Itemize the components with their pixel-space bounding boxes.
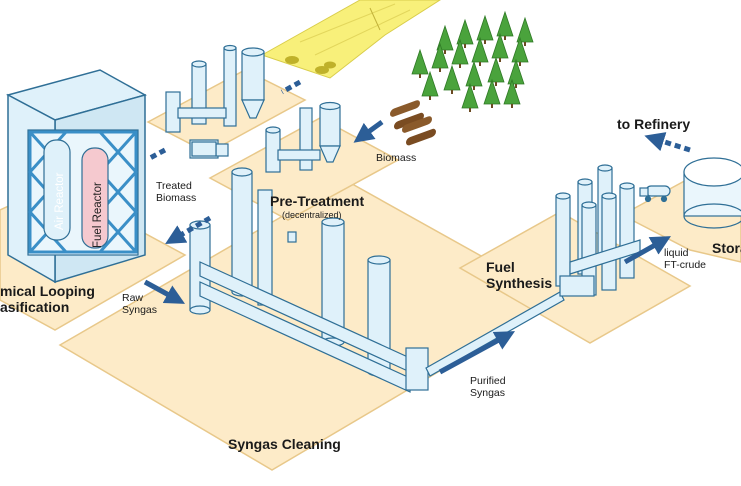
- forest: [411, 10, 534, 112]
- tree-icon: [456, 18, 474, 45]
- tree-trunk: [504, 36, 506, 40]
- tree-trunk: [439, 68, 441, 72]
- label-syngas-cleaning: Syngas Cleaning: [228, 436, 341, 452]
- tree-trunk: [495, 82, 497, 86]
- tree-icon: [516, 16, 534, 43]
- tree-trunk: [479, 62, 481, 66]
- tree-trunk: [511, 104, 513, 108]
- biomass-field: [260, 0, 441, 79]
- gasification-building: [5, 69, 147, 284]
- tree-icon: [487, 56, 505, 83]
- label-purified-syngas: Purified Syngas: [470, 375, 506, 400]
- tree-icon: [496, 10, 514, 37]
- syngas-cleaning-unit: [189, 167, 429, 393]
- tree-trunk: [484, 40, 486, 44]
- label-decentralized: (decentralized): [282, 210, 342, 220]
- tree-icon: [411, 48, 429, 75]
- tree-trunk: [499, 58, 501, 62]
- label-storage: Stora: [712, 240, 741, 256]
- tree-icon: [443, 64, 461, 91]
- arrow-pre-treatment-out: [165, 215, 212, 245]
- tanker-truck-icon: [639, 185, 671, 203]
- arrow-purified-syngas: [438, 331, 516, 375]
- tree-icon: [483, 78, 501, 105]
- label-fuel-synthesis: Fuel Synthesis: [486, 259, 553, 292]
- truck-icon: [191, 141, 217, 157]
- label-liquid-ft-crude: liquid FT-crude: [664, 247, 707, 272]
- tree-trunk: [419, 74, 421, 78]
- tree-icon: [507, 58, 525, 85]
- label-raw-syngas: Raw Syngas: [122, 292, 158, 317]
- tree-trunk: [524, 42, 526, 46]
- arrow-raw-syngas: [143, 279, 186, 304]
- arrow-ft-crude: [623, 236, 671, 265]
- storage-tank: [683, 157, 741, 229]
- tree-trunk: [451, 90, 453, 94]
- tree-icon: [461, 82, 479, 109]
- tree-trunk: [519, 62, 521, 66]
- tree-trunk: [473, 86, 475, 90]
- label-biomass: Biomass: [376, 152, 417, 164]
- tree-trunk: [429, 96, 431, 100]
- arrow-biomass: [353, 119, 384, 143]
- label-to-refinery: to Refinery: [617, 116, 691, 132]
- arrow-treated-biomass: [148, 147, 167, 161]
- tree-trunk: [459, 64, 461, 68]
- label-pre-treatment: Pre-Treatment: [270, 193, 365, 209]
- fuel-synthesis-unit: [555, 164, 641, 297]
- tree-trunk: [469, 108, 471, 112]
- tree-trunk: [444, 50, 446, 54]
- log-piles: [390, 100, 436, 146]
- flow-arrows: [143, 79, 691, 375]
- arrow-field: [280, 79, 302, 95]
- tree-trunk: [515, 84, 517, 88]
- tree-icon: [476, 14, 494, 41]
- label-chemical-looping: mical Looping asification: [0, 283, 95, 316]
- arrow-to-refinery: [644, 132, 691, 153]
- tree-trunk: [464, 44, 466, 48]
- tree-trunk: [491, 104, 493, 108]
- label-fuel-reactor: Fuel Reactor: [92, 182, 104, 248]
- pre-treatment-unit: [265, 101, 341, 173]
- tree-icon: [421, 70, 439, 97]
- label-air-reactor: Air Reactor: [54, 172, 66, 230]
- label-treated-biomass: Treated Biomass: [156, 180, 197, 205]
